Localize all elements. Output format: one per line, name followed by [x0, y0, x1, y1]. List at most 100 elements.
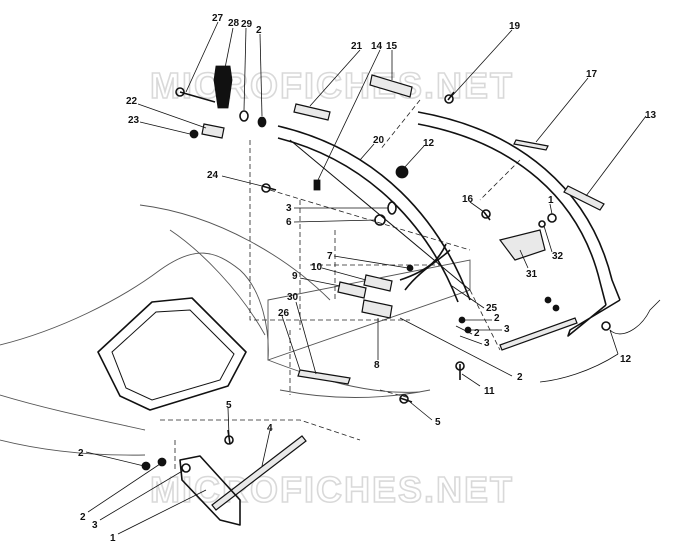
rear-deck-lower-edge — [267, 359, 421, 393]
leader-11 — [461, 373, 481, 387]
callout-2-left: 2 — [78, 448, 84, 459]
nut-rail-2 — [552, 304, 560, 312]
callout-27: 27 — [212, 13, 224, 24]
phantom-line-6 — [160, 419, 361, 441]
leader-21 — [309, 49, 361, 107]
leader-30 — [295, 301, 317, 375]
leader-29 — [243, 27, 247, 111]
nut-2-top — [257, 116, 267, 128]
support-arm-lower — [399, 243, 447, 281]
bolt-14 — [313, 179, 321, 191]
body-upper-contour — [139, 204, 331, 301]
grommet-12 — [395, 165, 409, 179]
callout-29: 29 — [241, 19, 253, 30]
leader-27 — [185, 21, 219, 93]
tunnel-opening — [97, 297, 247, 411]
callout-20: 20 — [373, 135, 385, 146]
callout-12-top: 12 — [423, 138, 435, 149]
callout-2-r2: 2 — [474, 328, 480, 339]
leader-1-bottom — [117, 489, 207, 535]
leader-23 — [139, 121, 191, 135]
callout-21: 21 — [351, 41, 363, 52]
leader-22 — [137, 103, 207, 129]
callout-1-bottom: 1 — [110, 533, 116, 544]
leader-13 — [585, 115, 647, 197]
nut-2-left — [141, 461, 151, 471]
callout-3-r2: 3 — [484, 338, 490, 349]
bracket-22 — [201, 123, 225, 139]
leader-9 — [299, 277, 341, 287]
bracket-21 — [293, 103, 331, 121]
plate-15 — [369, 74, 413, 98]
bracket-8 — [361, 299, 393, 319]
callout-28: 28 — [228, 18, 240, 29]
callout-30: 30 — [287, 292, 299, 303]
leader-2-top — [259, 33, 263, 117]
leader-1-right — [549, 203, 553, 215]
body-lower-contour — [0, 394, 146, 431]
leader-2-left — [85, 451, 145, 467]
callout-9: 9 — [292, 271, 298, 282]
nut-rail-1 — [544, 296, 552, 304]
bumper-inner-rail-top — [277, 125, 471, 301]
hardware — [141, 65, 611, 473]
callout-1-right: 1 — [548, 195, 554, 206]
phantom-line-11 — [379, 389, 411, 399]
leader-5-mid — [409, 401, 433, 421]
leader-17 — [535, 77, 589, 143]
bolt-19-head — [444, 94, 454, 104]
leader-5-left — [227, 407, 230, 437]
leader-32 — [543, 225, 553, 253]
leader-24 — [221, 175, 263, 187]
handle-grip-28 — [213, 65, 233, 109]
callout-26: 26 — [278, 308, 290, 319]
bolt-1-right — [547, 213, 557, 223]
strip-17 — [513, 139, 549, 151]
washer-3-mid — [387, 201, 397, 215]
phantom-line-1 — [249, 140, 410, 321]
callout-2-right: 2 — [517, 372, 523, 383]
bolt-6-mid — [374, 214, 386, 226]
callout-31: 31 — [526, 269, 538, 280]
washer-3-bottom — [181, 463, 191, 473]
leader-3-bottom — [99, 469, 185, 521]
rivet-24 — [261, 185, 277, 191]
callout-12-bottom: 12 — [620, 354, 632, 365]
callout-3-r1: 3 — [504, 324, 510, 335]
leader-lines — [85, 21, 661, 535]
leader-4 — [261, 429, 271, 467]
watermark-bottom: MICROFICHES.NET — [150, 469, 514, 510]
callout-5-left: 5 — [226, 400, 232, 411]
callout-17: 17 — [586, 69, 598, 80]
body-cowl-contour — [0, 252, 269, 361]
bumper-outer-rail-top — [417, 111, 621, 301]
callout-24: 24 — [207, 170, 219, 181]
callout-8: 8 — [374, 360, 380, 371]
bolt-5-mid — [399, 397, 413, 403]
leader-3-r2 — [459, 335, 483, 345]
bolt-5-left — [227, 429, 231, 445]
vehicle-body — [0, 204, 471, 456]
leader-2-r2 — [455, 325, 473, 335]
bracket-31 — [498, 229, 546, 261]
leader-16 — [469, 201, 485, 213]
callout-3-bottom: 3 — [92, 520, 98, 531]
callout-2-r1: 2 — [494, 313, 500, 324]
leader-2-right — [399, 317, 513, 377]
bolt-5-mid-head — [399, 394, 409, 404]
leader-10 — [321, 267, 367, 281]
lower-bar-12 — [499, 317, 578, 351]
leader-14 — [317, 49, 381, 181]
nut-23 — [189, 129, 199, 139]
leader-26 — [281, 315, 301, 371]
rear-bumper-assembly — [179, 74, 621, 526]
bolt-11-head — [455, 361, 465, 371]
callout-labels: 27 28 29 2 21 14 15 19 17 13 22 23 20 12… — [78, 13, 657, 544]
callout-19: 19 — [509, 21, 521, 32]
bolt-16 — [483, 211, 491, 221]
phantom-line-9 — [379, 99, 421, 151]
callout-6-mid: 6 — [286, 217, 292, 228]
leader-20 — [359, 143, 375, 161]
bolt-27 — [179, 91, 216, 103]
